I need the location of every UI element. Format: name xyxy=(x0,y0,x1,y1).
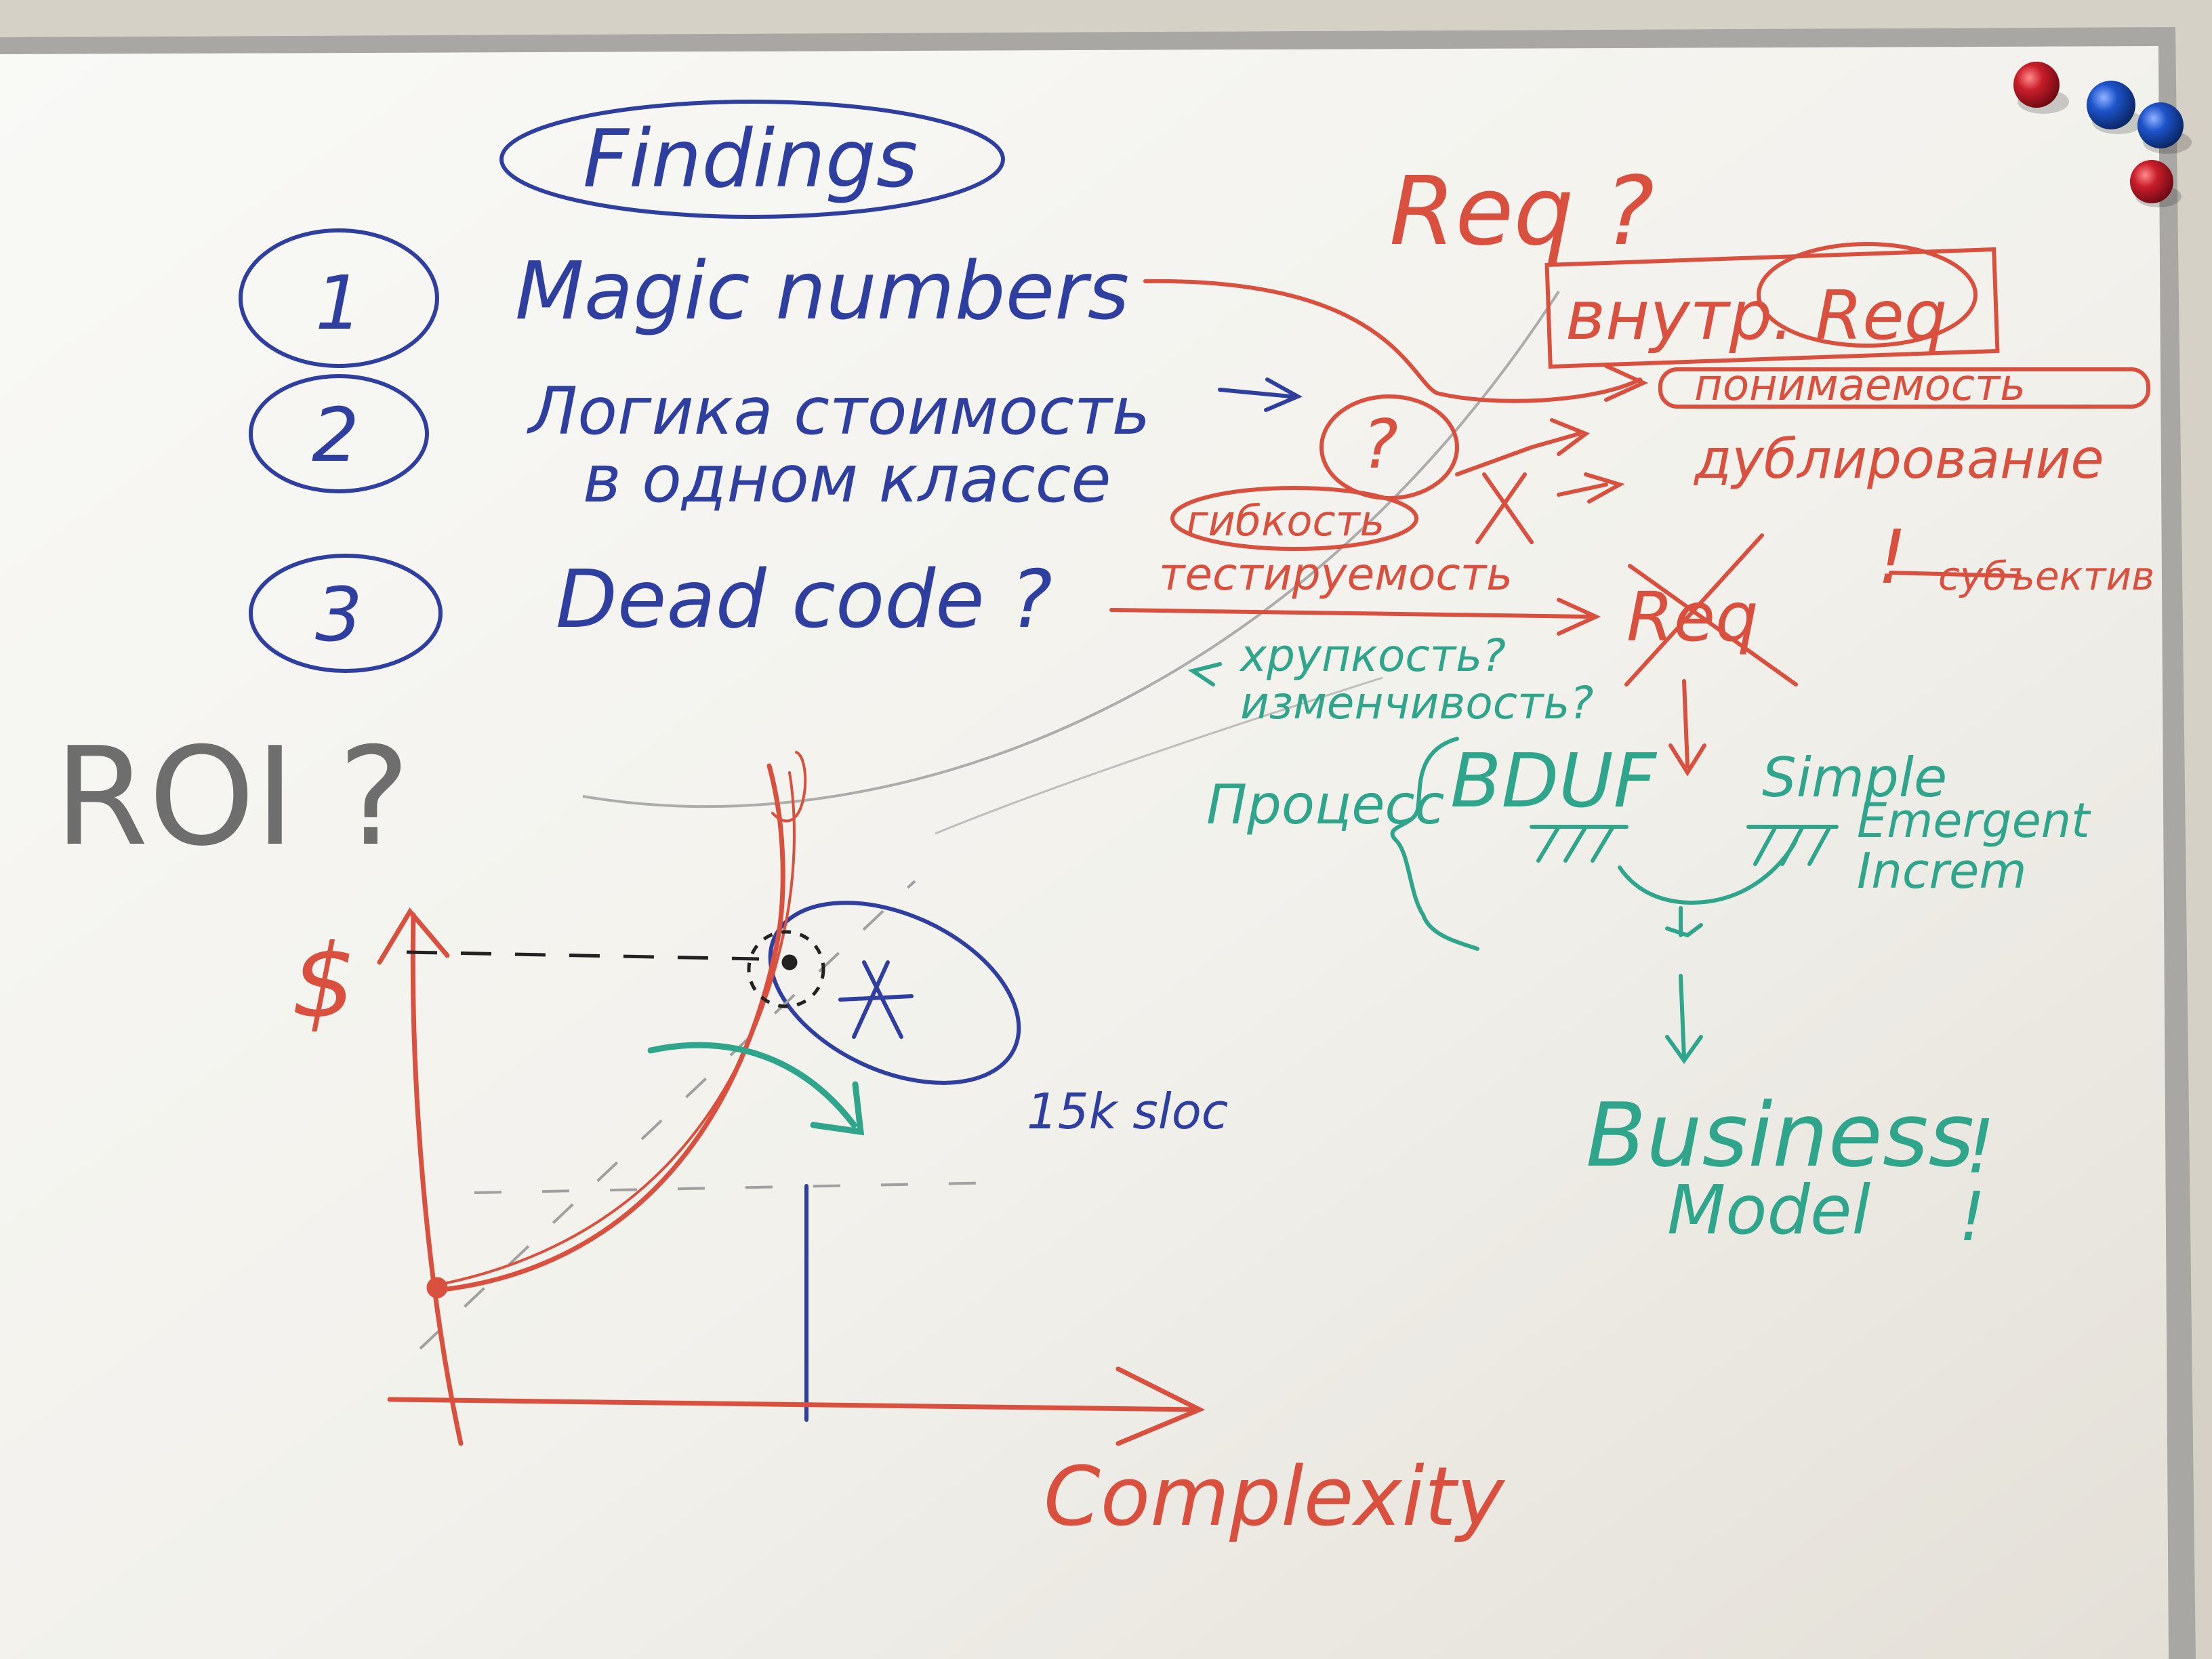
business-exclamation: ! xyxy=(1965,1103,1995,1190)
finding-3-number: 3 xyxy=(315,571,363,658)
findings-title-oval xyxy=(499,100,1005,219)
magnet-icon xyxy=(2130,160,2182,207)
process-join-curve xyxy=(1618,838,1798,905)
y-axis-label: $ xyxy=(291,923,356,1041)
finding-2-circle xyxy=(249,374,429,493)
process-drawings xyxy=(1187,662,1839,1065)
exclamation-mark: ! xyxy=(1877,514,1907,600)
x-axis xyxy=(387,1397,1202,1412)
chart xyxy=(377,751,1206,1446)
chart-dashed-guide xyxy=(406,930,825,1008)
chart-labels: $ Complexity xyxy=(291,923,1506,1544)
findings-text: Findings 1 Magic numbers 2 Логика стоимо… xyxy=(312,112,1228,1140)
finding-1-number: 1 xyxy=(315,260,363,346)
roi-label: ROI ? xyxy=(54,718,410,876)
findings-drawings xyxy=(239,100,1303,1422)
subjective-underline xyxy=(1889,571,2022,578)
sloc-label: 15k sloc xyxy=(1027,1083,1228,1140)
req-item-subjective: субъектив xyxy=(1938,553,2154,599)
req-box-label: внутр. Req xyxy=(1565,276,1947,355)
green-note-variability: изменчивость? xyxy=(1240,677,1593,729)
down-arrow-icon xyxy=(1668,679,1706,777)
y-axis-arrow-icon xyxy=(377,907,450,965)
green-left-arrow-icon xyxy=(1187,662,1222,687)
y-axis xyxy=(410,912,464,1446)
gray-dashed-horizontal xyxy=(474,1181,1004,1194)
req-item-crossed: Req xyxy=(1626,577,1758,657)
findings-title: Findings xyxy=(583,112,918,205)
bduf-label: BDUF xyxy=(1450,737,1658,824)
finding-2-text: Логика стоимость xyxy=(527,373,1150,449)
green-down-arrow-icon xyxy=(1665,974,1703,1065)
roi-connector-line xyxy=(582,290,1560,808)
process-label: Процесс xyxy=(1206,773,1445,836)
req-heading: Req ? xyxy=(1389,157,1654,267)
board-surface xyxy=(0,46,2169,1659)
approach-simple: Simple xyxy=(1762,746,1947,809)
green-shift-arrow-icon xyxy=(647,1042,865,1136)
req-item-understandability: понимаемость xyxy=(1694,361,2026,411)
finding-1-circle xyxy=(239,228,439,368)
business-label: Business xyxy=(1586,1084,1974,1187)
finding-3-circle xyxy=(249,554,443,673)
model-exclamation: ! xyxy=(1959,1177,1986,1256)
finding-2-text-line2: в одном классе xyxy=(583,441,1111,517)
cross-icon xyxy=(1475,472,1534,544)
x-axis-arrow-icon xyxy=(1115,1366,1206,1446)
finding-2-arrow-icon xyxy=(1218,377,1303,412)
req-box xyxy=(1544,247,2000,369)
agile-hatch xyxy=(1746,825,1839,866)
sloc-oval xyxy=(768,901,1021,1085)
bduf-hatch xyxy=(1530,825,1629,863)
approach-emergent: Emergent xyxy=(1857,793,2091,848)
magnet-group xyxy=(2013,62,2192,207)
magnet-icon xyxy=(2137,102,2192,154)
process-text: хрупкость? изменчивость? Процесс BDUF Si… xyxy=(1206,630,2091,1256)
finding-1-text: Magic numbers xyxy=(515,244,1129,337)
req-strikeout-icon xyxy=(1624,533,1798,687)
req-item-flexibility: гибкость xyxy=(1186,496,1385,546)
question-mark: ? xyxy=(1362,405,1398,484)
roi-group: ROI ? xyxy=(54,290,1560,1350)
x-axis-label: Complexity xyxy=(1044,1450,1506,1544)
req-item-testability: тестируемость xyxy=(1159,548,1513,600)
magnet-icon xyxy=(2087,81,2144,134)
approach-incremental: Increm xyxy=(1857,842,2027,899)
process-brace xyxy=(1390,737,1479,951)
magic-to-req-arrow xyxy=(1143,279,1642,403)
flexibility-oval xyxy=(1170,486,1418,551)
req-inner-oval xyxy=(1757,242,1978,348)
model-label: Model xyxy=(1667,1170,1870,1250)
req-text: Req ? внутр. Req понимаемость дублирован… xyxy=(1159,157,2154,657)
finding-2-number: 2 xyxy=(312,392,359,478)
req-drawings xyxy=(1109,242,2150,777)
magnet-icon xyxy=(2013,62,2069,114)
gray-dashed-diagonal xyxy=(419,880,916,1350)
green-note-fragility: хрупкость? xyxy=(1239,630,1506,682)
finding-3-text: Dead code ? xyxy=(556,552,1052,646)
asterisk-icon xyxy=(838,960,914,1039)
req-item-duplication: дублирование xyxy=(1693,428,2104,491)
deadcode-arrow xyxy=(1109,598,1601,636)
understandability-box xyxy=(1658,367,2150,409)
